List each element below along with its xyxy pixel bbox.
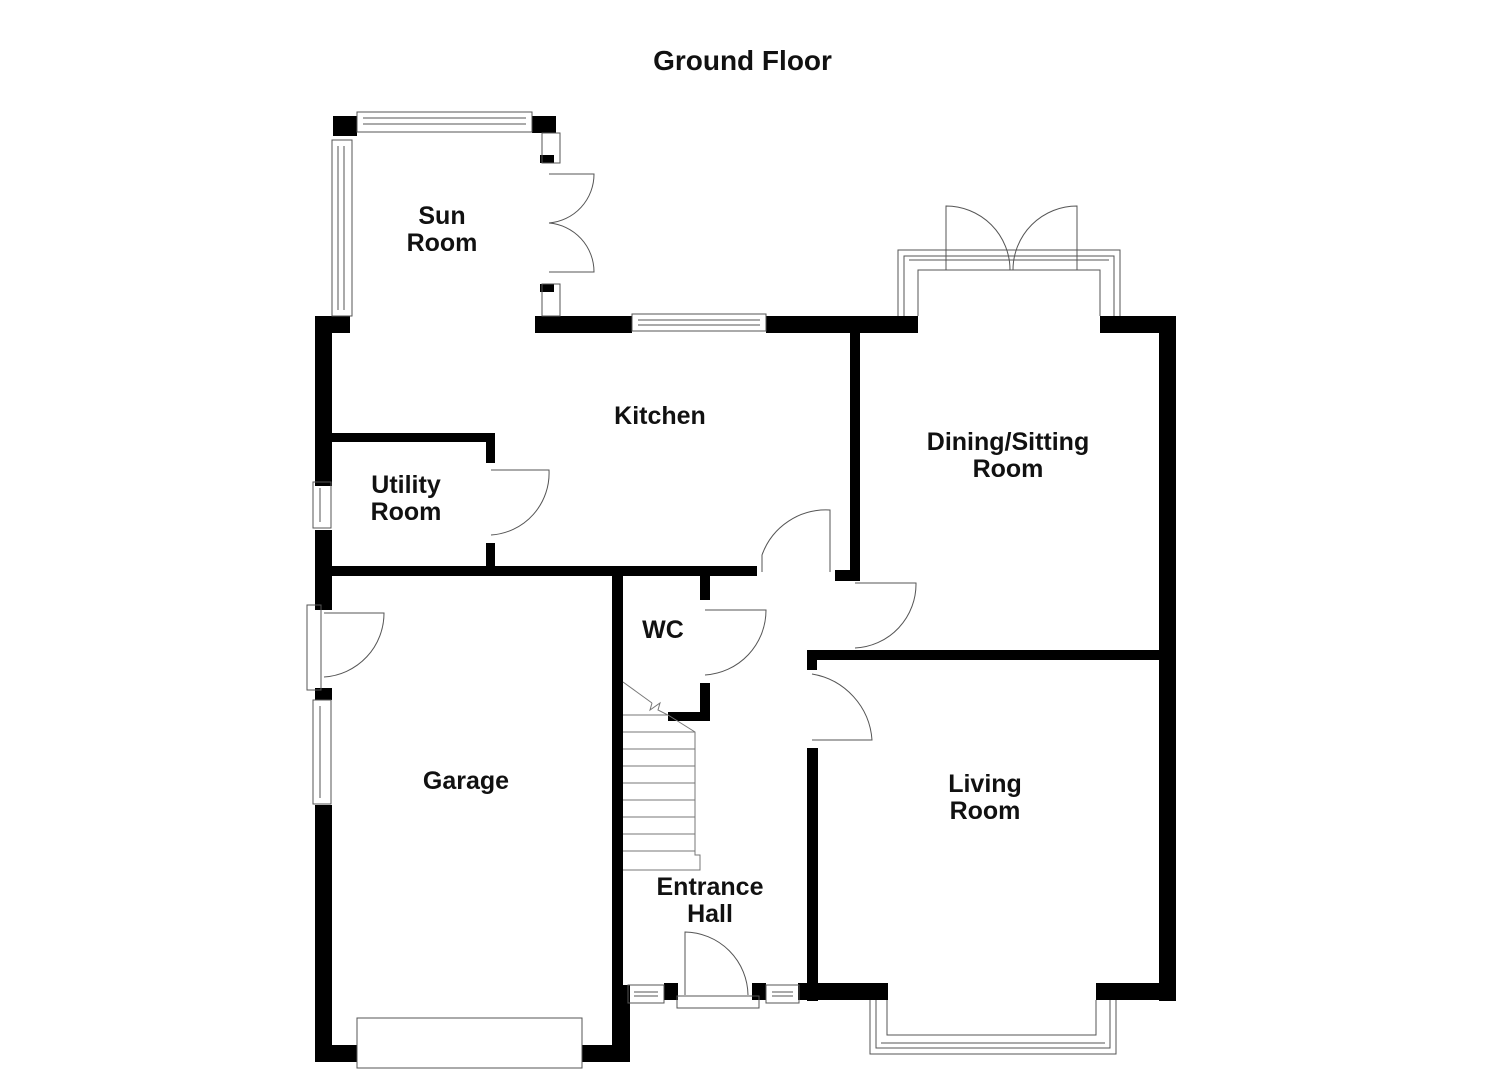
windows xyxy=(306,111,1121,1069)
room-label-sun-room: Sun Room xyxy=(406,202,478,257)
room-label-entrance-hall: Entrance Hall xyxy=(656,873,764,928)
room-label-dining-sitting-room: Dining/Sitting Room xyxy=(926,428,1090,483)
doors xyxy=(323,173,1078,996)
walls xyxy=(315,116,1176,1062)
room-label-garage: Garage xyxy=(422,767,510,795)
floor-title: Ground Floor xyxy=(653,45,832,76)
room-label-living-room: Living Room xyxy=(948,770,1022,825)
room-label-utility-room: Utility Room xyxy=(370,471,442,526)
stairs xyxy=(622,681,701,871)
room-label-wc: WC xyxy=(642,616,684,644)
room-label-kitchen: Kitchen xyxy=(614,402,706,430)
